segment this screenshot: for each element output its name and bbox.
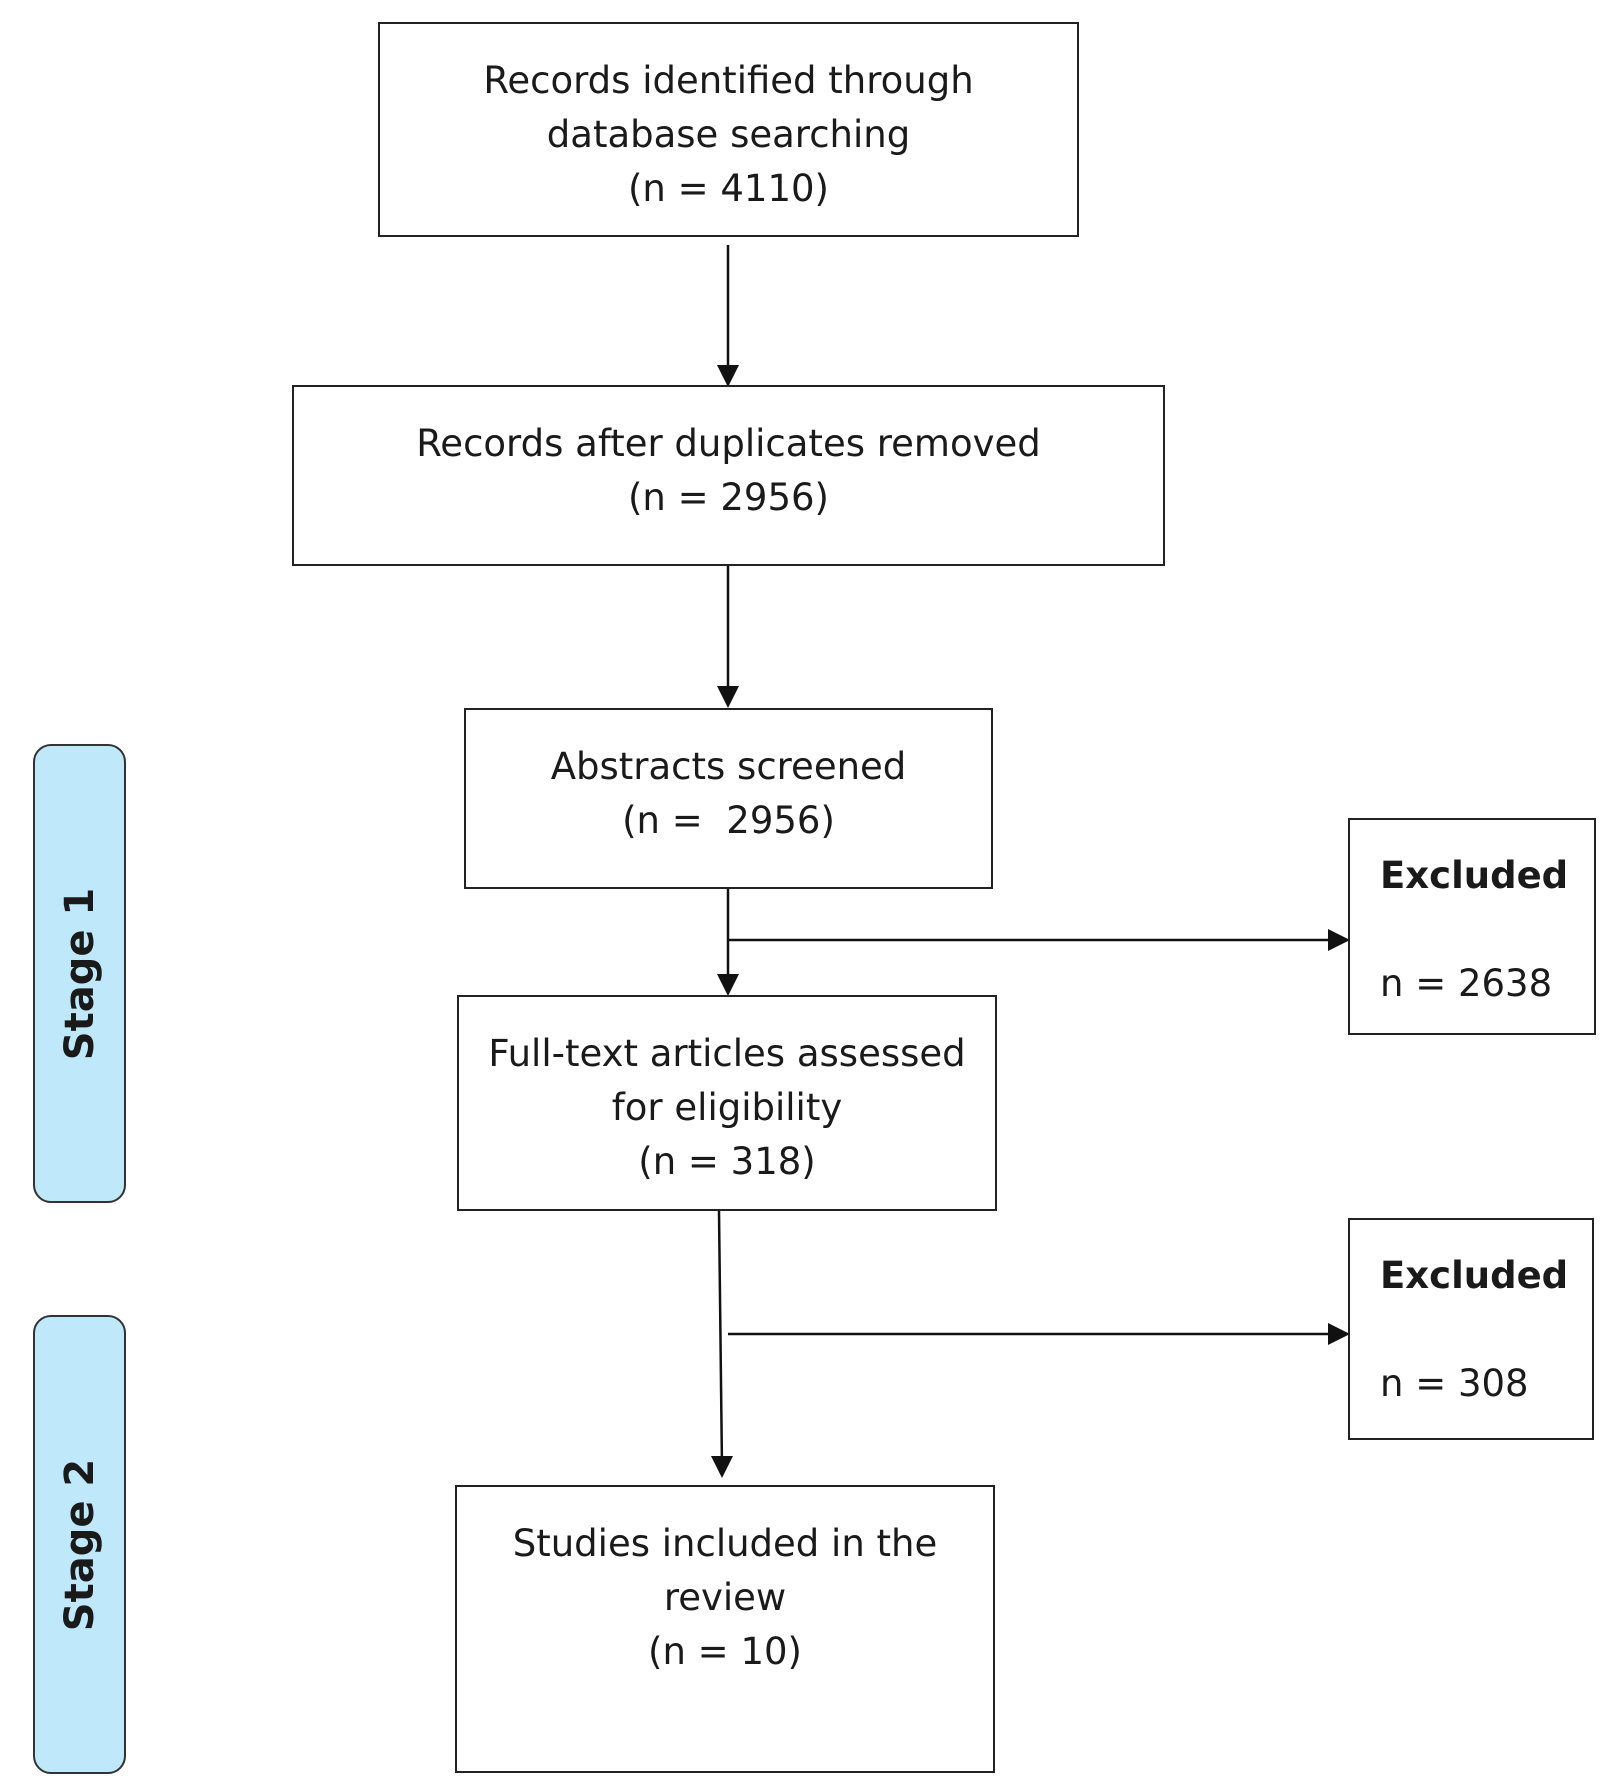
box-count: (n = 4110) <box>627 167 829 210</box>
box-text: for eligibility <box>611 1086 843 1129</box>
box-text: database searching <box>546 113 911 156</box>
records-identified-box: Records identified through database sear… <box>378 22 1079 237</box>
box-text: Records after duplicates removed <box>416 422 1041 465</box>
box-count: (n = 318) <box>638 1140 816 1183</box>
excluded-title: Excluded <box>1380 854 1569 897</box>
studies-included-box: Studies included in the review (n = 10) <box>455 1485 995 1773</box>
box-count: (n = 2956) <box>622 799 835 842</box>
stage-1-bar: Stage 1 <box>33 744 126 1203</box>
box-count: (n = 10) <box>648 1630 802 1673</box>
box-text: review <box>663 1576 787 1619</box>
box-text: Records identified through <box>483 59 974 102</box>
excluded-count: n = 2638 <box>1380 962 1553 1005</box>
fulltext-assessed-box: Full-text articles assessed for eligibil… <box>457 995 997 1211</box>
abstracts-screened-box: Abstracts screened (n = 2956) <box>464 708 993 889</box>
arrow-fulltext-to-included <box>717 1210 724 1469</box>
excluded-box-1: Excluded n = 2638 <box>1348 818 1596 1035</box>
box-count: (n = 2956) <box>627 476 829 519</box>
excluded-title: Excluded <box>1380 1254 1569 1297</box>
box-text: Abstracts screened <box>550 745 907 788</box>
stage-1-label: Stage 1 <box>56 887 103 1060</box>
box-text: Full-text articles assessed <box>488 1032 966 1075</box>
records-deduplicated-box: Records after duplicates removed (n = 29… <box>292 385 1165 566</box>
stage-2-label: Stage 2 <box>56 1458 103 1631</box>
stage-2-bar: Stage 2 <box>33 1315 126 1774</box>
box-text: Studies included in the <box>512 1522 938 1565</box>
excluded-count: n = 308 <box>1380 1362 1529 1405</box>
excluded-box-2: Excluded n = 308 <box>1348 1218 1594 1440</box>
